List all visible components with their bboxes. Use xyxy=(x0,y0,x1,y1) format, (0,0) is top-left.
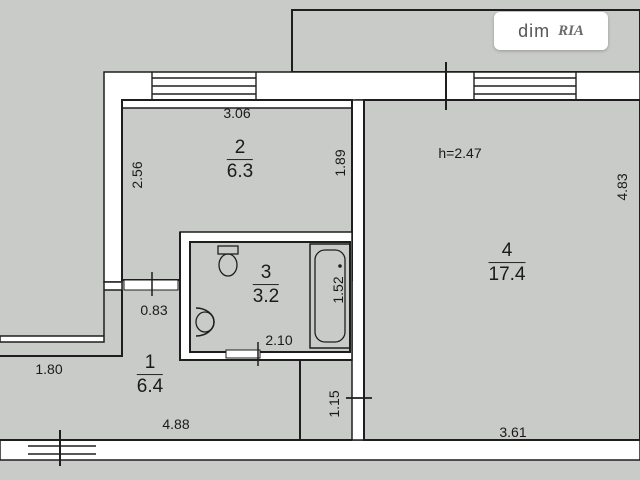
room-4-outline xyxy=(363,99,640,441)
dim-room4-width: 3.61 xyxy=(499,424,527,440)
entrance-door xyxy=(28,430,96,466)
dim-room2-width: 3.06 xyxy=(223,105,251,121)
window-room-2 xyxy=(151,72,257,100)
room-3-outline xyxy=(189,241,351,353)
room-1-label: 1 6.4 xyxy=(136,353,164,397)
dim-hall-bottom: 4.88 xyxy=(162,416,190,432)
dim-door-width: 0.83 xyxy=(140,302,168,318)
room-3-label: 3 3.2 xyxy=(252,263,280,307)
room-2-area: 6.3 xyxy=(226,161,254,182)
logo-text: dim xyxy=(518,20,551,41)
room-1-number: 1 xyxy=(136,353,164,375)
window-room-4 xyxy=(473,72,577,100)
dim-room2-right: 1.89 xyxy=(332,149,348,177)
room-3-number: 3 xyxy=(252,263,280,285)
room-4-number: 4 xyxy=(488,241,526,263)
dim-hall-side: 1.15 xyxy=(326,390,342,418)
logo-mark: RIA xyxy=(558,22,584,39)
height-note: h=2.47 xyxy=(438,145,482,161)
room-2-label: 2 6.3 xyxy=(226,138,254,182)
room-2-door xyxy=(123,272,179,296)
dim-bath-width: 2.10 xyxy=(265,332,293,348)
room-3-area: 3.2 xyxy=(252,286,280,307)
dim-room2-left: 2.56 xyxy=(129,161,145,189)
dim-bath-tub: 1.52 xyxy=(330,276,346,304)
toilet-icon xyxy=(217,245,239,277)
dimria-logo: dim RIA xyxy=(494,12,608,50)
bath-door xyxy=(225,342,261,366)
dim-hall-left: 1.80 xyxy=(35,361,63,377)
bathtub-icon xyxy=(309,243,351,349)
room-1-area: 6.4 xyxy=(136,376,164,397)
room-4-label: 4 17.4 xyxy=(488,241,526,285)
hall-lines xyxy=(0,232,352,441)
outer-walls xyxy=(0,71,640,461)
room-4-area: 17.4 xyxy=(488,264,526,285)
room-2-number: 2 xyxy=(226,138,254,160)
dim-room4-depth: 4.83 xyxy=(614,173,630,201)
sink-icon xyxy=(195,307,215,337)
